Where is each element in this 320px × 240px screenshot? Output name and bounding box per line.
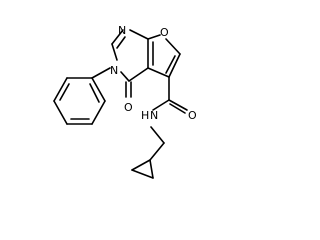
bond: [53, 100, 68, 125]
bond: [147, 67, 170, 78]
structure-drawing: N N O O H N O: [0, 0, 300, 200]
atom-label-o-keto: O: [124, 101, 133, 114]
molecule-canvas: N N O O H N O: [0, 0, 300, 200]
double-bond-inner: [89, 83, 100, 103]
bond: [111, 29, 124, 45]
bond: [149, 142, 165, 161]
atom-label-n1: N: [118, 24, 126, 37]
bond: [150, 126, 165, 144]
atom-label-n-amide: N: [150, 109, 158, 122]
double-bond-inner: [165, 55, 176, 74]
furan-ring: [147, 34, 181, 78]
atom-label-h-amide: H: [141, 109, 149, 122]
bond: [131, 159, 151, 171]
bond: [152, 99, 170, 111]
bond: [91, 100, 106, 125]
bond: [120, 71, 130, 82]
phenyl-ring: [53, 77, 106, 125]
bond: [91, 77, 106, 102]
double-bond-inner: [116, 36, 126, 49]
bond: [147, 34, 161, 40]
carboxamide: [152, 76, 188, 114]
pyrimidinone-ring: [91, 29, 154, 98]
atom-label-o-amide: O: [188, 109, 197, 122]
double-bond-inner: [59, 83, 70, 101]
atom-labels: N N O O H N O: [110, 24, 197, 122]
bond: [91, 67, 111, 79]
atom-label-o-furan: O: [160, 26, 169, 39]
bond: [168, 99, 188, 111]
bond: [111, 43, 118, 61]
bond: [131, 169, 154, 179]
bond: [53, 77, 68, 102]
cyclopropylmethyl: [131, 126, 165, 179]
bond: [128, 67, 149, 82]
bond: [129, 29, 149, 40]
amide-double-bond: [169, 103, 186, 114]
bond: [149, 159, 154, 179]
bond: [165, 38, 181, 55]
bond: [168, 53, 181, 78]
background: [0, 0, 300, 200]
atom-label-n3: N: [110, 64, 118, 77]
